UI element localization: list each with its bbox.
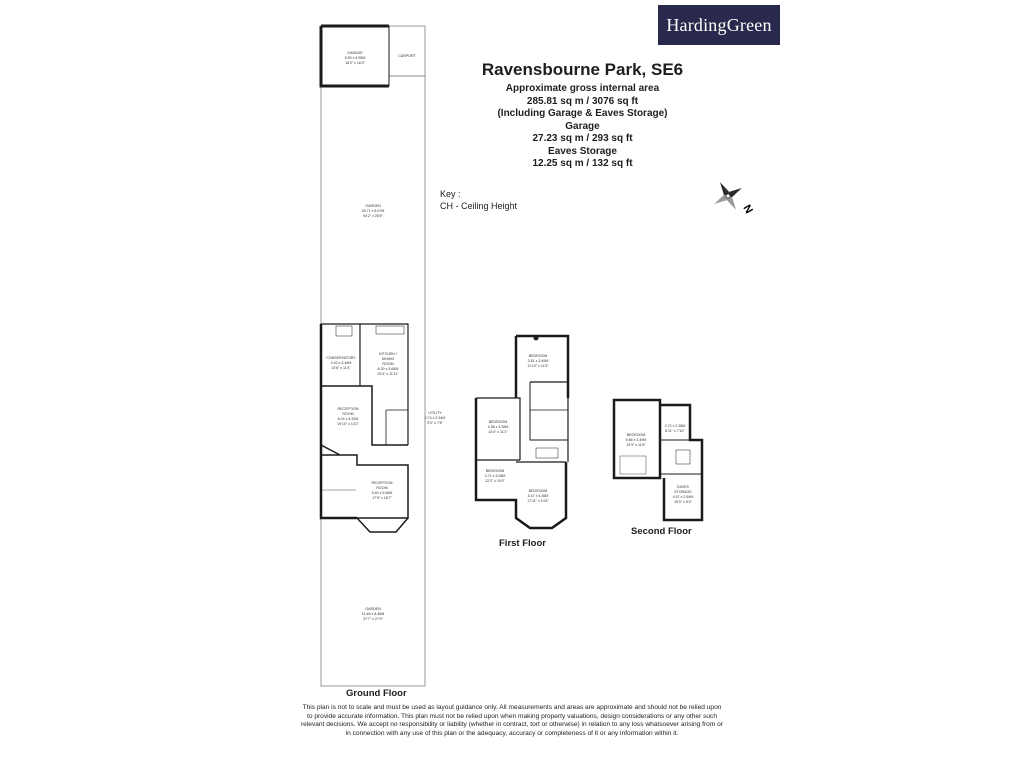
room-utility: UTILITY 2.74 x 2.34M 9'0" x 7'8" [425,411,446,425]
ground-floor-label: Ground Floor [346,688,407,699]
svg-text:CARPORT: CARPORT [398,54,416,58]
svg-text:ROOM: ROOM [342,412,353,416]
room-conservatory: CONSERVATORY 4.42 x 3.46M 14'6" x 11'4" [326,356,356,370]
svg-text:GARDEN: GARDEN [365,204,381,208]
svg-text:19'3" x 11'5": 19'3" x 11'5" [626,443,646,447]
total-area: 285.81 sq m / 3076 sq ft [526,95,639,107]
svg-text:18'0" x 16'3": 18'0" x 16'3" [345,61,365,65]
svg-text:BEDROOM: BEDROOM [489,420,508,424]
room-reception-1: RECEPTION ROOM 6.04 x 4.32M 19'10" x 14'… [337,407,359,426]
room-garage: GARAGE 5.50 x 4.95M 18'0" x 16'3" [345,51,366,65]
compass-rose-icon [714,182,742,210]
svg-text:5.40 x 5.06M: 5.40 x 5.06M [372,491,393,495]
eaves-area: 12.25 sq m / 132 sq ft [532,158,633,169]
svg-text:28.71 x 8.07M: 28.71 x 8.07M [362,209,385,213]
svg-text:2.72 x 2.38M: 2.72 x 2.38M [665,424,686,428]
title-block: Ravensbourne Park, SE6 Approximate gross… [440,60,725,171]
svg-text:94'2" x 26'6": 94'2" x 26'6" [363,214,383,218]
svg-text:11.46 x 8.46M: 11.46 x 8.46M [362,612,385,616]
compass-north-label: N [740,203,754,216]
disclaimer: This plan is not to scale and must be us… [300,704,724,737]
svg-text:5.47 x 4.36M: 5.47 x 4.36M [528,494,549,498]
area-label: Approximate gross internal area [505,83,660,94]
svg-text:17'9" x 16'7": 17'9" x 16'7" [372,496,392,500]
key-title: Key : [440,189,461,199]
room-reception-2: RECEPTION ROOM 5.40 x 5.06M 17'9" x 16'7… [372,481,393,500]
svg-text:4.38 x 3.38M: 4.38 x 3.38M [488,425,509,429]
svg-text:DINING: DINING [382,357,395,361]
harding-green-logo: HardingGreen [658,5,780,45]
key-legend: Key : CH - Ceiling Height [440,188,517,212]
svg-text:BEDROOM: BEDROOM [529,354,548,358]
room-bedroom-ff-3: BEDROOM 3.71 x 3.06M 12'2" x 10'0" [485,469,506,483]
first-floor-plan [474,334,570,530]
garage-heading: Garage [565,120,600,132]
svg-text:4.42 x 3.46M: 4.42 x 3.46M [331,361,352,365]
svg-text:BEDROOM: BEDROOM [529,489,548,493]
svg-text:5.86 x 3.49M: 5.86 x 3.49M [626,438,647,442]
room-bedroom-ff-4: BEDROOM 5.47 x 4.36M 17'11" x 14'4" [527,489,549,503]
svg-text:GARAGE: GARAGE [347,51,363,55]
svg-text:12'2" x 10'0": 12'2" x 10'0" [485,479,505,483]
svg-text:UTILITY: UTILITY [428,411,442,415]
svg-text:3.61 x 3.49M: 3.61 x 3.49M [528,359,549,363]
key-entry: CH - Ceiling Height [440,201,518,211]
garage-area: 27.23 sq m / 293 sq ft [532,133,633,144]
second-floor-plan [612,398,704,522]
svg-text:6.20 x 3.64M: 6.20 x 3.64M [378,367,399,371]
svg-text:BEDROOM: BEDROOM [486,469,505,473]
eaves-heading: Eaves Storage [548,145,617,157]
svg-text:14'4" x 11'1": 14'4" x 11'1" [488,430,508,434]
svg-text:2.74 x 2.34M: 2.74 x 2.34M [425,416,446,420]
svg-text:CONSERVATORY: CONSERVATORY [326,356,356,360]
room-bedroom-ff-2: BEDROOM 4.38 x 3.38M 14'4" x 11'1" [488,420,509,434]
svg-text:KITCHEN /: KITCHEN / [379,352,397,356]
svg-text:GARDEN: GARDEN [365,607,381,611]
svg-text:5.50 x 4.95M: 5.50 x 4.95M [345,56,366,60]
room-kitchen-dining: KITCHEN / DINING ROOM 6.20 x 3.64M 20'4"… [377,352,399,376]
svg-text:15'0" x 8'4": 15'0" x 8'4" [674,500,692,504]
ground-floor-plan [319,24,426,687]
room-garden-rear: GARDEN 28.71 x 8.07M 94'2" x 26'6" [362,204,385,218]
svg-text:9'0" x 7'8": 9'0" x 7'8" [427,421,443,425]
svg-text:ROOM: ROOM [382,362,393,366]
svg-text:20'4" x 11'11": 20'4" x 11'11" [377,372,399,376]
svg-text:RECEPTION: RECEPTION [338,407,359,411]
svg-text:11'10" x 11'5": 11'10" x 11'5" [527,364,549,368]
svg-text:BEDROOM: BEDROOM [627,433,646,437]
svg-text:14'6" x 11'4": 14'6" x 11'4" [331,366,351,370]
room-bedroom-sf: BEDROOM 5.86 x 3.49M 19'3" x 11'5" [626,433,647,447]
svg-text:ROOM: ROOM [376,486,387,490]
area-inclusion-note: (Including Garage & Eaves Storage) [497,108,668,119]
svg-text:STORAGE: STORAGE [674,490,692,494]
room-sf-small: 2.72 x 2.38M 8'11" x 7'10" [665,424,686,433]
room-carport: CARPORT [398,54,416,58]
svg-text:17'11" x 14'4": 17'11" x 14'4" [527,499,549,503]
room-garden-front: GARDEN 11.46 x 8.46M 37'7" x 27'9" [362,607,385,621]
svg-text:4.57 x 2.54M: 4.57 x 2.54M [673,495,694,499]
first-floor-label: First Floor [499,538,546,549]
second-floor-label: Second Floor [631,526,692,537]
svg-text:19'10" x 14'2": 19'10" x 14'2" [337,422,359,426]
svg-text:8'11" x 7'10": 8'11" x 7'10" [665,429,685,433]
svg-text:37'7" x 27'9": 37'7" x 27'9" [363,617,383,621]
svg-text:3.71 x 3.06M: 3.71 x 3.06M [485,474,506,478]
property-title: Ravensbourne Park, SE6 [481,60,684,79]
svg-text:RECEPTION: RECEPTION [372,481,393,485]
svg-text:EAVES: EAVES [677,485,689,489]
room-eaves-storage: EAVES STORAGE 4.57 x 2.54M 15'0" x 8'4" [673,485,694,504]
svg-text:6.04 x 4.32M: 6.04 x 4.32M [338,417,359,421]
room-bedroom-ff-1: BEDROOM 3.61 x 3.49M 11'10" x 11'5" [527,354,549,368]
